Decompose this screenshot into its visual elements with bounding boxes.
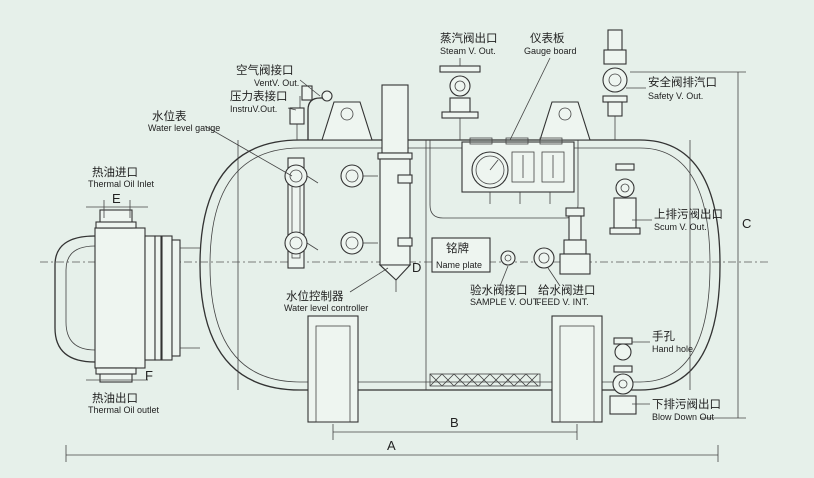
- label-controller-en: Water level controller: [284, 303, 368, 313]
- label-blow-down-cn: 下排污阀出口: [652, 397, 721, 411]
- label-safety-valve-cn: 安全阀排汽口: [648, 75, 717, 89]
- dim-label-c: C: [742, 216, 751, 231]
- water-level-gauge: [284, 157, 319, 269]
- label-water-gauge-en: Water level gauge: [148, 123, 220, 133]
- label-hand-hole-cn: 手孔: [652, 329, 675, 343]
- safety-valve: [602, 29, 628, 140]
- steam-valve: [439, 65, 481, 140]
- label-gauge-board-cn: 仪表板: [530, 31, 565, 45]
- label-scum-valve-cn: 上排污阀出口: [654, 207, 723, 221]
- label-vent-valve-en: VentV. Out.: [254, 78, 299, 88]
- dim-label-a: A: [387, 438, 396, 453]
- scum-valve: [609, 163, 641, 235]
- dim-c: [630, 71, 746, 419]
- gauge-board: [461, 137, 575, 204]
- label-sample-valve-cn: 验水阀接口: [470, 283, 528, 297]
- label-vent-valve-cn: 空气阀接口: [236, 63, 294, 77]
- label-hand-hole-en: Hand hole: [652, 344, 693, 354]
- hand-hole: [613, 337, 633, 361]
- label-oil-outlet-cn: 热油出口: [92, 391, 138, 405]
- label-water-gauge-cn: 水位表: [152, 109, 187, 123]
- label-steam-valve-cn: 蒸汽阀出口: [440, 31, 498, 45]
- label-oil-inlet-en: Thermal Oil Inlet: [88, 179, 155, 189]
- saddle-left: [307, 315, 359, 423]
- vessel-body: [199, 139, 721, 391]
- label-instru-valve-cn: 压力表接口: [230, 89, 288, 103]
- hatched-strip: [429, 373, 541, 387]
- label-oil-inlet-cn: 热油进口: [92, 165, 138, 179]
- heat-exchanger: [54, 209, 200, 383]
- lifting-lug-left: [321, 101, 373, 141]
- instru-valve: [289, 107, 305, 140]
- name-plate-cn: 铭牌: [446, 241, 469, 255]
- dim-label-b: B: [450, 415, 459, 430]
- dim-label-e: E: [112, 191, 121, 206]
- controller-valves: [340, 164, 378, 255]
- name-plate-box: [431, 237, 491, 273]
- label-feed-valve-en: FEED V. INT.: [536, 297, 589, 307]
- label-blow-down-en: Blow Down Out: [652, 412, 715, 422]
- water-level-controller: [377, 84, 413, 292]
- feed-valve: [533, 207, 591, 275]
- label-gauge-board-en: Gauge board: [524, 46, 577, 56]
- label-steam-valve-en: Steam V. Out.: [440, 46, 496, 56]
- saddle-right: [551, 315, 603, 423]
- label-oil-outlet-en: Thermal Oil outlet: [88, 405, 160, 415]
- dim-label-f: F: [145, 368, 153, 383]
- sample-valve: [500, 250, 516, 266]
- label-scum-valve-en: Scum V. Out.: [654, 222, 707, 232]
- dim-b: [332, 424, 578, 440]
- label-safety-valve-en: Safety V. Out.: [648, 91, 703, 101]
- dim-label-d: D: [412, 260, 421, 275]
- label-feed-valve-cn: 给水阀进口: [538, 283, 596, 297]
- label-instru-valve-en: InstruV.Out.: [230, 104, 277, 114]
- lifting-lug-right: [539, 101, 591, 141]
- leader-lines: [204, 57, 652, 405]
- name-plate-en: Name plate: [436, 260, 482, 270]
- dim-a: [65, 445, 719, 462]
- vessel-inner-line: [209, 147, 711, 383]
- blow-down-valve: [609, 365, 637, 415]
- label-controller-cn: 水位控制器: [286, 289, 344, 303]
- label-sample-valve-en: SAMPLE V. OUT.: [470, 297, 540, 307]
